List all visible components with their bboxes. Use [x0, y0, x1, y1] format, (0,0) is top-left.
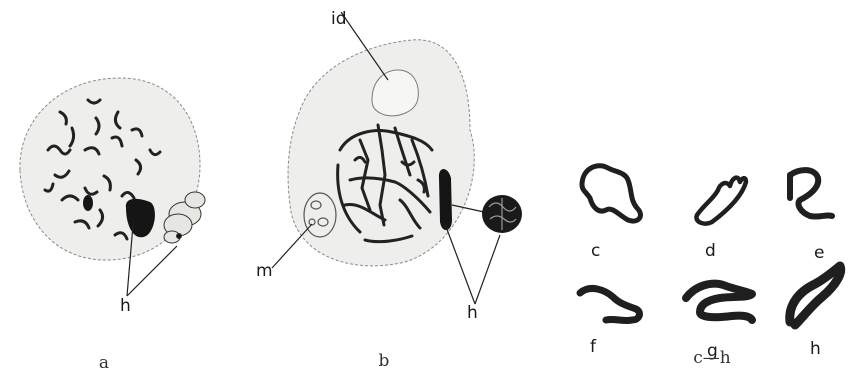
caption-c-h: c—h	[693, 348, 731, 368]
chromosome-f: f	[580, 288, 639, 357]
chromosome-c: c	[582, 166, 640, 261]
cell-b-dark-body	[482, 195, 522, 233]
chromosome-group: c d e f g h	[580, 166, 841, 361]
chromosome-label-e: e	[814, 243, 824, 263]
chromosome-d: d	[696, 178, 746, 261]
chromosome-label-h: h	[810, 339, 821, 359]
cell-b-label-id: id	[331, 9, 347, 29]
caption-b: b	[379, 351, 390, 371]
caption-a: a	[99, 353, 109, 373]
cell-a: h	[20, 78, 205, 316]
cell-b: id m h	[256, 9, 522, 323]
chromosome-e: e	[790, 170, 832, 263]
cell-a-label-h: h	[120, 296, 131, 316]
chromosome-label-f: f	[590, 337, 597, 357]
chromosome-h: h	[790, 266, 841, 359]
cell-b-label-m: m	[256, 261, 273, 281]
chromosome-label-d: d	[705, 241, 716, 261]
chromosome-label-c: c	[591, 241, 600, 261]
cell-a-nucleolus	[83, 195, 93, 211]
cell-b-label-h: h	[467, 303, 478, 323]
cell-b-heterochromatin	[439, 169, 452, 230]
